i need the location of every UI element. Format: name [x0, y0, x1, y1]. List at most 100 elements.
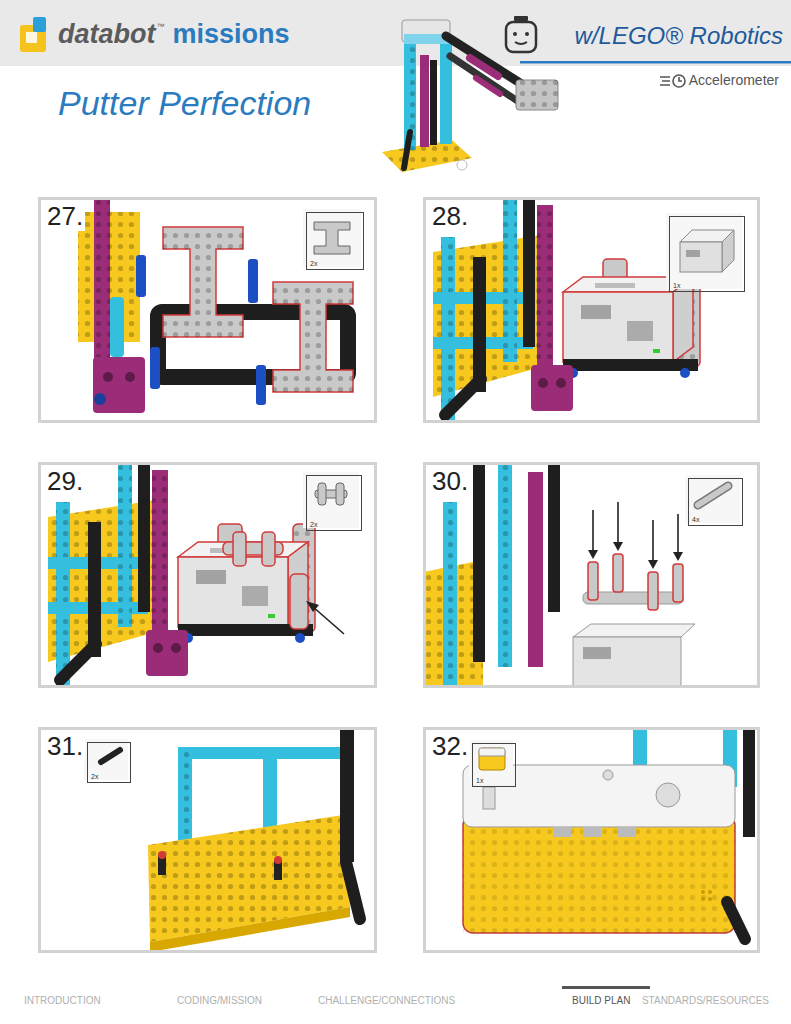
step-28-illustration-part-part	[445, 379, 481, 415]
accelerometer-icon-part	[673, 75, 685, 87]
series-name: w/LEGO® Robotics	[575, 22, 783, 50]
step-30-illustration-part	[548, 465, 560, 612]
part-callout-pictures-part	[479, 748, 505, 756]
part-callout-pictures-part	[698, 486, 728, 505]
step-28-illustration-part-part	[531, 365, 573, 411]
accelerometer-icon	[660, 75, 685, 87]
step-31-illustration-part	[274, 856, 282, 864]
step-30-illustration	[426, 465, 695, 685]
step-28-illustration-part-part	[523, 200, 535, 347]
step-30-illustration-part	[593, 502, 678, 562]
step-32-illustration-part	[743, 730, 755, 837]
part-callout-pictures-part	[84, 739, 128, 780]
step-number: 32.	[430, 732, 470, 761]
robot-model-part	[404, 132, 410, 168]
sensor-name: Accelerometer	[689, 72, 779, 88]
step-30-illustration-part-part	[677, 514, 679, 554]
step-27-illustration-part	[248, 259, 258, 303]
footer-marker-part	[562, 986, 650, 989]
part-callout-pictures-part	[666, 213, 742, 289]
step-panel: 27.2x	[38, 197, 377, 423]
step-30-illustration-part	[498, 465, 512, 667]
step-32-illustration-part	[727, 902, 745, 939]
parts-callout: 2x	[87, 742, 131, 783]
step-28-illustration-part-part	[538, 378, 548, 388]
part-callout-pictures-part	[469, 740, 513, 784]
nav-tab: STANDARDS/RESOURCES	[642, 995, 769, 1007]
robot-model-part	[516, 80, 558, 110]
step-32-illustration-part	[701, 890, 712, 901]
step-28-illustration-part-part	[503, 200, 517, 362]
part-count: 1x	[673, 282, 680, 290]
step-29-illustration-part	[306, 601, 319, 612]
step-30-illustration-part-part	[588, 550, 598, 559]
step-number: 28.	[430, 202, 470, 231]
step-28-illustration-part-part	[503, 200, 517, 362]
part-callout-pictures-part	[303, 209, 361, 267]
step-31-illustration-part	[340, 730, 354, 862]
step-30-illustration-part-part	[592, 510, 594, 552]
accelerometer-icon-part	[660, 77, 670, 85]
step-30-illustration-part	[443, 502, 457, 685]
step-32-illustration-part	[583, 827, 601, 837]
step-29-illustration-part	[262, 532, 275, 566]
parts-callout: 4x	[688, 478, 743, 526]
step-29-illustration-part	[290, 574, 308, 629]
step-32-illustration-part-part	[708, 897, 712, 901]
nav-tab: INTRODUCTION	[24, 995, 101, 1007]
parts-callout: 2x	[306, 475, 362, 531]
step-28-illustration-part-part	[595, 283, 635, 288]
step-28-illustration-part-part	[563, 359, 698, 371]
step-30-illustration-part	[588, 542, 683, 569]
step-31-illustration-part	[150, 907, 350, 950]
part-callout-pictures-part	[314, 222, 350, 254]
robot-model-part	[516, 80, 558, 110]
step-27-illustration-part	[94, 200, 110, 372]
step-31-illustration-part	[148, 815, 350, 942]
brand-logo	[20, 17, 46, 52]
step-32-illustration-part	[463, 815, 735, 933]
step-32-illustration-part	[603, 770, 613, 780]
nav-tab: CODING/MISSION	[177, 995, 262, 1007]
step-30-illustration-part	[613, 554, 623, 592]
brand-name: databot	[58, 19, 156, 50]
step-number: 30.	[430, 467, 470, 496]
part-count: 2x	[310, 521, 317, 529]
step-32-illustration-part-part	[701, 890, 705, 894]
step-30-illustration-part-part	[617, 502, 619, 544]
step-28-illustration-part-part	[581, 305, 611, 319]
step-29-illustration-part	[233, 532, 246, 566]
step-30-illustration-part	[588, 562, 598, 600]
step-32-illustration-part-part	[708, 890, 712, 894]
step-panel: 31.2x	[38, 727, 377, 953]
step-27-illustration-part	[273, 282, 353, 392]
step-30-illustration-part	[443, 502, 457, 685]
step-27-illustration-part	[256, 365, 266, 405]
step-32-illustration-part	[483, 787, 495, 809]
step-27-illustration-part	[163, 227, 243, 337]
step-27-illustration-part	[93, 357, 145, 413]
step-32-illustration-part	[553, 827, 571, 837]
step-panel: 32.1x	[423, 727, 760, 953]
step-panel: 28. 1x	[423, 197, 760, 423]
step-29-illustration-part	[312, 606, 344, 634]
step-28-illustration-part-part	[441, 237, 455, 420]
step-28-illustration-part-part	[673, 277, 693, 362]
robot-model	[382, 20, 558, 172]
step-29-illustration-part	[48, 465, 315, 685]
step-30-illustration-part-part	[652, 520, 654, 562]
step-31-illustration-part	[346, 862, 360, 919]
step-28-illustration-part-part	[563, 292, 673, 362]
step-28-illustration-part-part	[680, 368, 690, 378]
step-30-illustration-part-part	[613, 542, 623, 551]
step-32-illustration-part-part	[701, 897, 705, 901]
robot-face-icon-part	[525, 32, 529, 36]
step-28-illustration-part-part	[473, 257, 486, 392]
step-30-illustration-part	[673, 564, 683, 602]
part-count: 2x	[91, 773, 98, 781]
step-30-illustration-part	[473, 465, 485, 662]
nav-tab-active: BUILD PLAN	[572, 995, 630, 1007]
step-32-illustration-part	[618, 827, 636, 837]
